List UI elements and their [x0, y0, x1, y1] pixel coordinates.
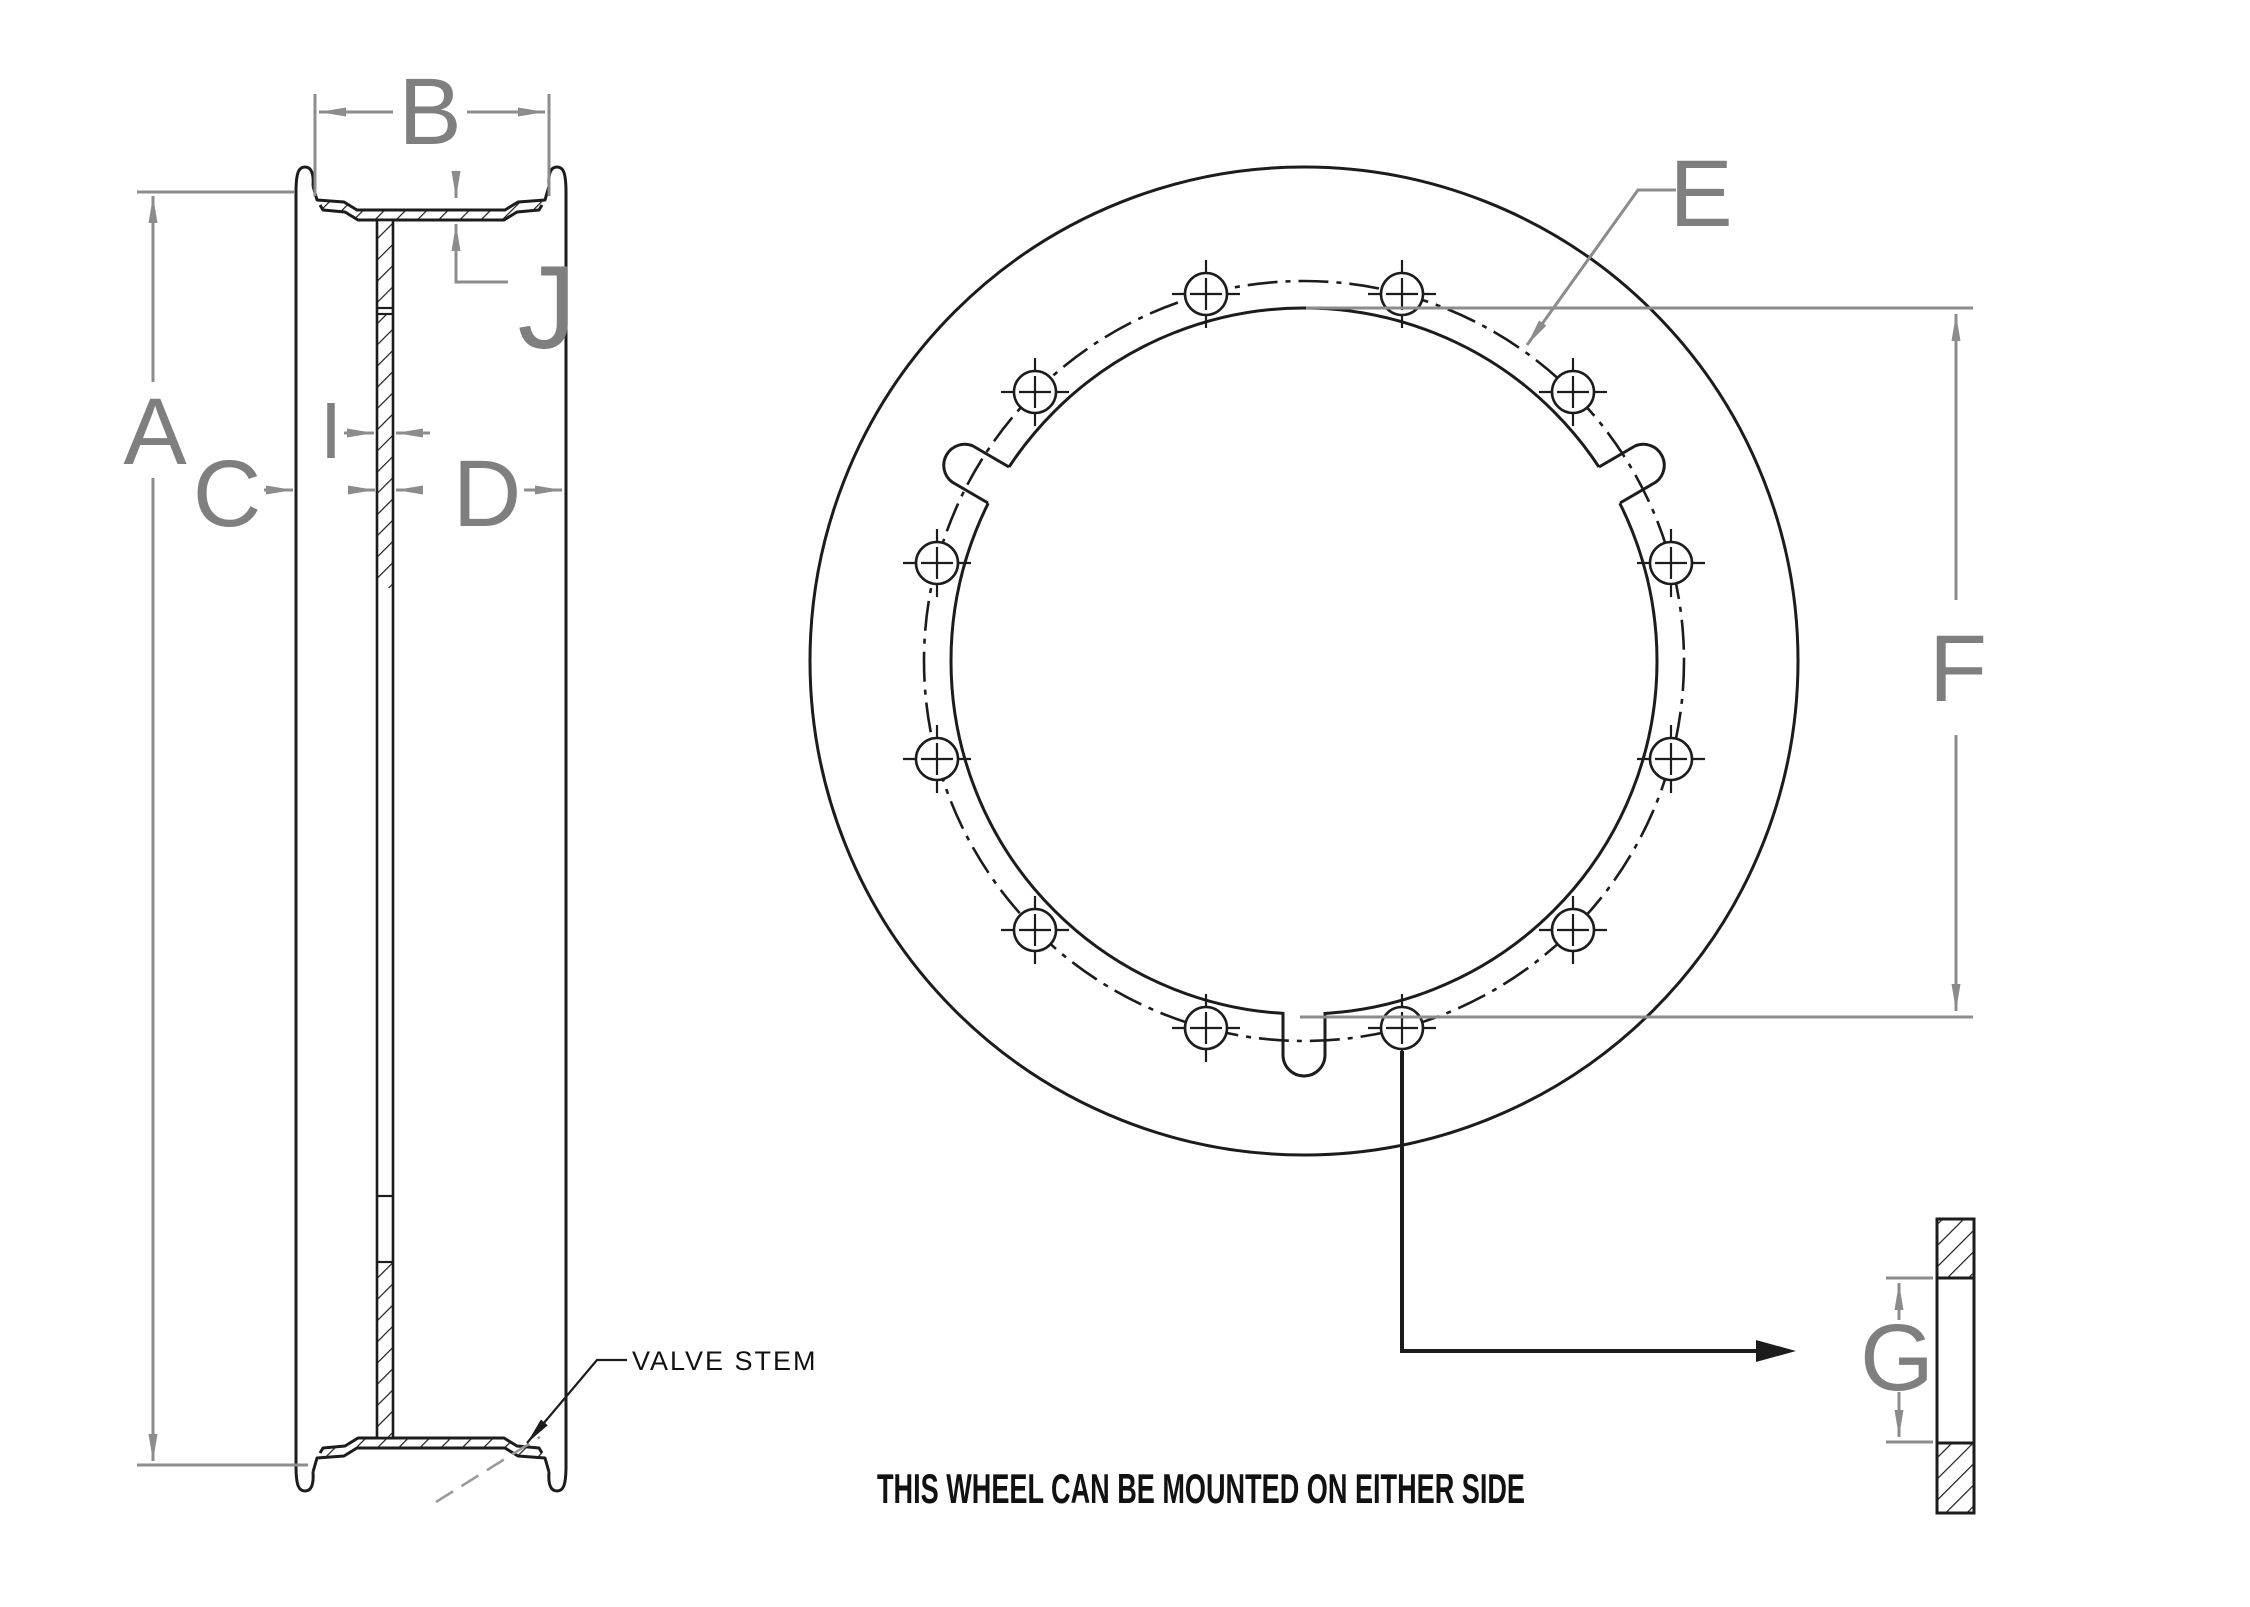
outer-circle — [808, 165, 1800, 1157]
drive-tab-upper-left — [942, 442, 1013, 506]
dim-label-j: J — [518, 242, 577, 374]
detail-hatch-bottom — [1937, 1443, 1974, 1513]
e-leader — [1525, 188, 1676, 346]
bottom-right-flange — [547, 1465, 568, 1493]
bolt-holes — [914, 271, 1694, 1051]
g-section-detail: G — [1860, 1217, 1976, 1515]
disc-hatch-top — [377, 220, 393, 308]
top-rim-inner-surface — [318, 204, 544, 222]
top-rim-outer-surface — [311, 185, 551, 212]
drive-tab-bottom — [1281, 1008, 1327, 1078]
dim-label-b: B — [398, 59, 461, 165]
bolt-circle — [922, 279, 1686, 1043]
dim-label-g: G — [1860, 1305, 1934, 1411]
valve-stem-label: VALVE STEM — [632, 1346, 818, 1376]
valve-stem-callout: VALVE STEM — [526, 1346, 818, 1444]
bottom-rim-inner-surface — [318, 1436, 544, 1454]
drive-tab-upper-right — [1595, 442, 1666, 506]
inner-circle — [949, 306, 1659, 1016]
dim-label-e: E — [1669, 141, 1732, 247]
bolt-hole-crosshairs — [903, 260, 1705, 1062]
top-right-flange — [547, 165, 568, 193]
mounting-note: THIS WHEEL CAN BE MOUNTED ON EITHER SIDE — [877, 1465, 1525, 1512]
side-section-view — [294, 165, 568, 1504]
bottom-rim-outer-surface — [311, 1446, 551, 1473]
bottom-left-flange — [294, 1465, 315, 1493]
top-left-flange — [294, 165, 315, 193]
side-view-dimensions: A B J I C D — [123, 59, 577, 1467]
valve-stem-line — [435, 1435, 541, 1504]
valve-stem-leader — [526, 1358, 627, 1444]
disc-hatch-bottom — [377, 1262, 393, 1438]
dim-label-i: I — [320, 386, 342, 475]
dim-label-a: A — [123, 379, 187, 485]
section-cut-leader — [1400, 1051, 1796, 1362]
dim-label-f: F — [1929, 616, 1987, 722]
j-leader — [454, 280, 508, 284]
detail-hatch-top — [1937, 1219, 1974, 1278]
front-view: E F — [808, 141, 1987, 1362]
dim-label-c: C — [193, 441, 262, 547]
disc-hatch-mid — [377, 314, 393, 588]
dim-label-d: D — [453, 441, 522, 547]
